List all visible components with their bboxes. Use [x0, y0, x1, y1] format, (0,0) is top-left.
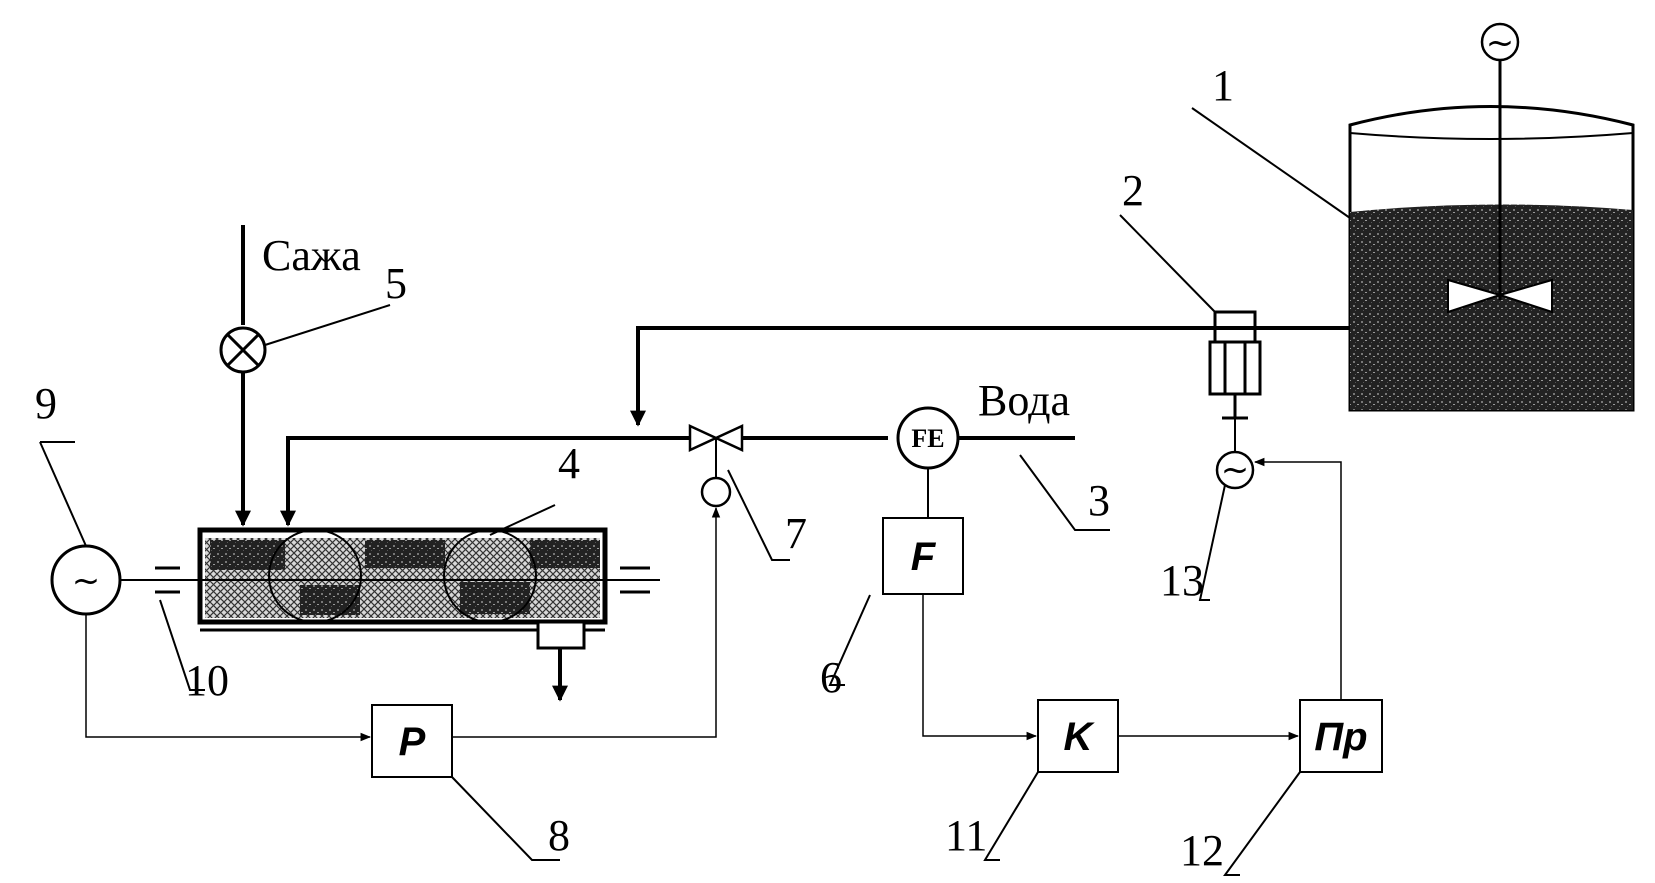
- flow-sensor: FE: [898, 408, 958, 468]
- regulator-block: P: [372, 705, 452, 777]
- number-1: 1: [1212, 61, 1234, 110]
- regulator-label: P: [399, 720, 426, 764]
- flow-transmitter-block: F: [883, 518, 963, 594]
- soot-label: Сажа: [262, 231, 361, 280]
- number-10: 10: [185, 656, 229, 705]
- number-12: 12: [1180, 826, 1224, 875]
- leader-lines: [40, 108, 1350, 875]
- soot-feeder: [221, 328, 265, 372]
- number-6: 6: [820, 653, 842, 702]
- controller-label: K: [1064, 715, 1096, 759]
- number-7: 7: [785, 509, 807, 558]
- number-5: 5: [385, 259, 407, 308]
- number-2: 2: [1122, 166, 1144, 215]
- flow-transmitter-label: F: [911, 535, 937, 579]
- converter-label: Пр: [1314, 715, 1367, 759]
- f-to-controller-signal: [923, 594, 1036, 736]
- water-label: Вода: [978, 376, 1070, 425]
- control-valve: [690, 426, 742, 506]
- number-11: 11: [945, 811, 987, 860]
- continuous-mixer: [200, 530, 605, 648]
- flow-sensor-label: FE: [911, 424, 944, 453]
- converter-to-pump-signal: [1255, 462, 1341, 700]
- mixer-motor-symbol: ~: [1486, 23, 1515, 63]
- converter-block: Пр: [1300, 700, 1382, 772]
- pump-drive: ~: [1217, 450, 1253, 490]
- mixing-tank: [1350, 60, 1633, 410]
- number-4: 4: [558, 439, 580, 488]
- controller-block: K: [1038, 700, 1118, 772]
- number-9: 9: [35, 379, 57, 428]
- mixer-motor: ~: [1482, 23, 1518, 63]
- mixer-drive-motor: ~: [52, 546, 120, 614]
- pump-drive-symbol: ~: [1221, 450, 1250, 490]
- number-3: 3: [1088, 476, 1110, 525]
- number-8: 8: [548, 811, 570, 860]
- feed-pipeline: [288, 438, 690, 525]
- drive-motor-symbol: ~: [72, 561, 101, 601]
- number-13: 13: [1160, 556, 1204, 605]
